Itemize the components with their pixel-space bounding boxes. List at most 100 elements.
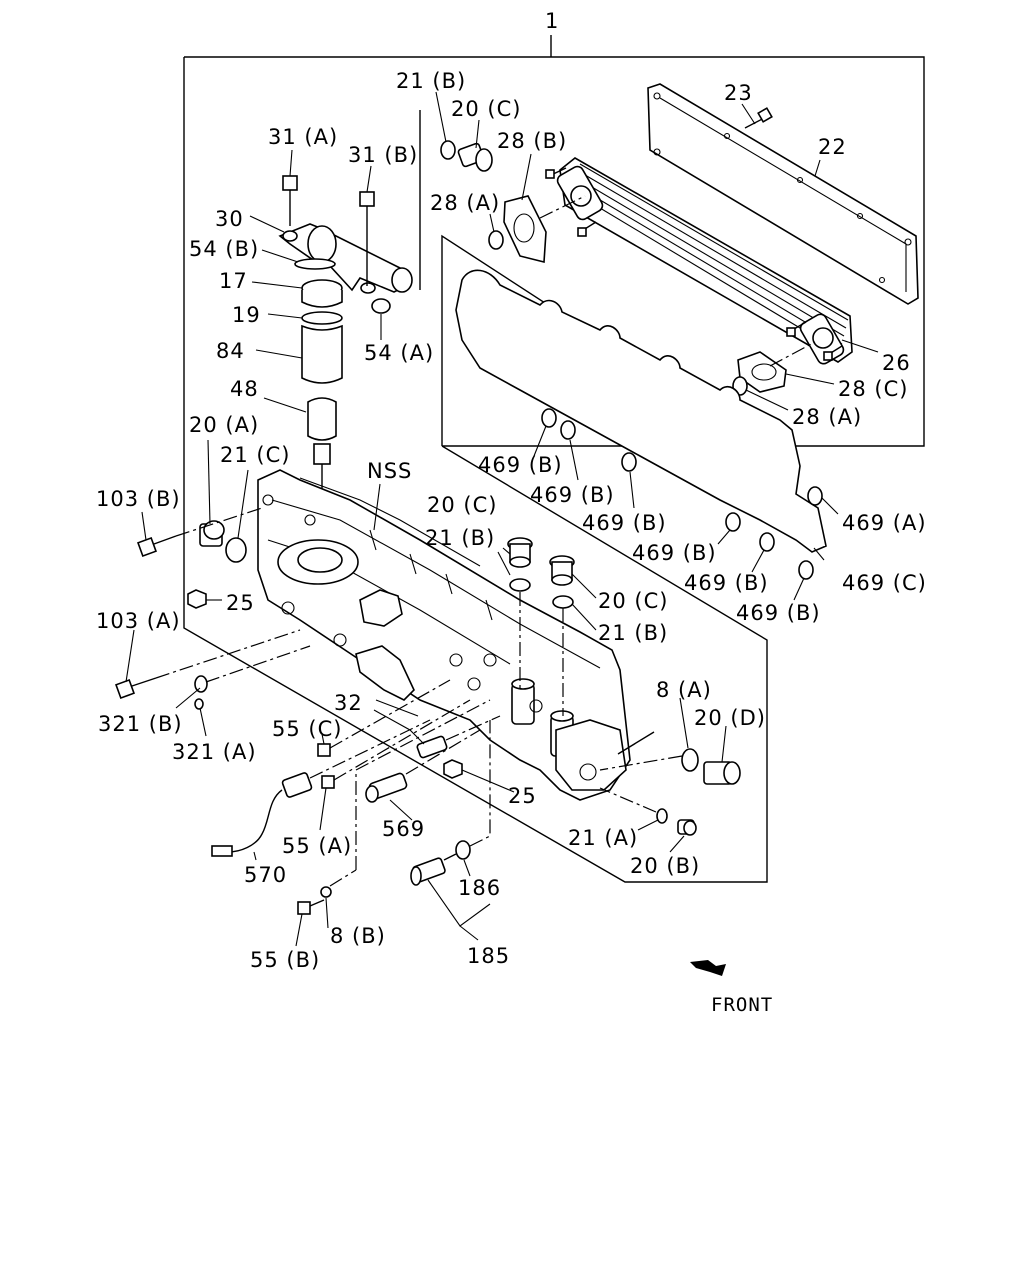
o-ring-21A [656,808,668,824]
bolt-32 [416,715,501,759]
label-20C-mid: 20 (C) [427,493,497,517]
label-469B-3: 469 (B) [582,511,667,535]
housing-30 [278,223,413,294]
bolt-103B [137,507,263,557]
label-185: 185 [467,944,510,968]
bolt-31A [282,175,298,226]
label-54B: 54 (B) [189,237,259,261]
sleeve-84 [301,324,343,384]
label-469C: 469 (C) [842,571,927,595]
callout-labels: 1 21 (B) 20 (C) 23 31 (A) 31 (B) 28 (B) … [96,9,927,1016]
label-28A-right: 28 (A) [792,405,862,429]
label-103B: 103 (B) [96,487,181,511]
label-25-bottom: 25 [508,784,537,808]
o-ring-8A [681,748,699,772]
o-ring-54B [294,258,336,270]
label-321A: 321 (A) [172,740,257,764]
label-20B: 20 (B) [630,854,700,878]
o-ring-321B [194,675,208,693]
o-ring-469B-1 [541,408,557,428]
plug-20C-right [549,555,575,586]
gasket-28B [503,195,586,264]
label-21B-top: 21 (B) [396,69,466,93]
label-28B: 28 (B) [497,129,567,153]
label-21B-right: 21 (B) [598,621,668,645]
bolt-103A [115,629,301,699]
bolt-55A [321,699,471,789]
label-NSS: NSS [367,459,412,483]
nut-25-left [187,589,207,609]
sensor-569 [365,729,481,803]
o-ring-21C [225,537,247,563]
label-48: 48 [230,377,259,401]
seal-19 [301,311,343,325]
o-ring-28A-top [488,230,504,250]
label-28A-top: 28 (A) [430,191,500,215]
oil-cooler-26 [545,157,853,365]
label-30: 30 [215,207,244,231]
label-469B-4: 469 (B) [632,541,717,565]
label-front: FRONT [711,994,773,1016]
bolt-55B [297,899,325,915]
label-103A: 103 (A) [96,609,181,633]
label-20A: 20 (A) [189,413,259,437]
o-ring-21B-right [552,595,574,609]
plug-20B [677,819,697,836]
o-ring-21B-top [440,140,456,160]
front-arrow-icon [690,960,726,976]
label-8A: 8 (A) [656,678,712,702]
label-21A: 21 (A) [568,826,638,850]
label-186: 186 [458,876,501,900]
label-1: 1 [545,9,559,33]
label-22: 22 [818,135,847,159]
union-bolt-185 [410,853,457,886]
label-28C: 28 (C) [838,377,908,401]
plug-20C-top [457,142,493,172]
label-31A: 31 (A) [268,125,338,149]
o-ring-469B-6 [798,560,814,580]
o-ring-21B-mid [509,578,531,592]
o-ring-469B-2 [560,420,576,440]
label-54A: 54 (A) [364,341,434,365]
washer-8B [320,886,332,898]
label-19: 19 [232,303,261,327]
o-ring-469B-5 [759,532,775,552]
plug-20D [703,761,741,785]
gasket-469C [455,269,827,553]
label-469B-5: 469 (B) [684,571,769,595]
label-469A: 469 (A) [842,511,927,535]
label-8B: 8 (B) [330,924,386,948]
label-469B-6: 469 (B) [736,601,821,625]
label-20C-right: 20 (C) [598,589,668,613]
nut-25-bottom [443,759,463,779]
label-26: 26 [882,351,911,375]
label-321B: 321 (B) [98,712,183,736]
bolt-31B [359,191,375,286]
label-469B-1: 469 (B) [478,453,563,477]
housing-body [257,469,631,801]
label-32: 32 [334,691,363,715]
label-20D: 20 (D) [694,706,766,730]
label-569: 569 [382,817,425,841]
o-ring-186 [455,840,471,860]
o-ring-469B-4 [725,512,741,532]
label-469B-2: 469 (B) [530,483,615,507]
gasket-28C [737,341,816,393]
thermostat-17 [301,279,343,308]
label-31B: 31 (B) [348,143,418,167]
label-570: 570 [244,863,287,887]
valve-48 [307,397,337,558]
label-17: 17 [219,269,248,293]
o-ring-54A [371,298,391,314]
label-55C: 55 (C) [272,717,342,741]
o-ring-321A [194,698,204,710]
label-55A: 55 (A) [282,834,352,858]
label-21B-mid: 21 (B) [425,526,495,550]
label-84: 84 [216,339,245,363]
o-ring-469A [807,486,823,506]
o-ring-469B-3 [621,452,637,472]
label-21C: 21 (C) [220,443,290,467]
gasket-22 [647,83,919,305]
bolt-23 [744,107,773,129]
